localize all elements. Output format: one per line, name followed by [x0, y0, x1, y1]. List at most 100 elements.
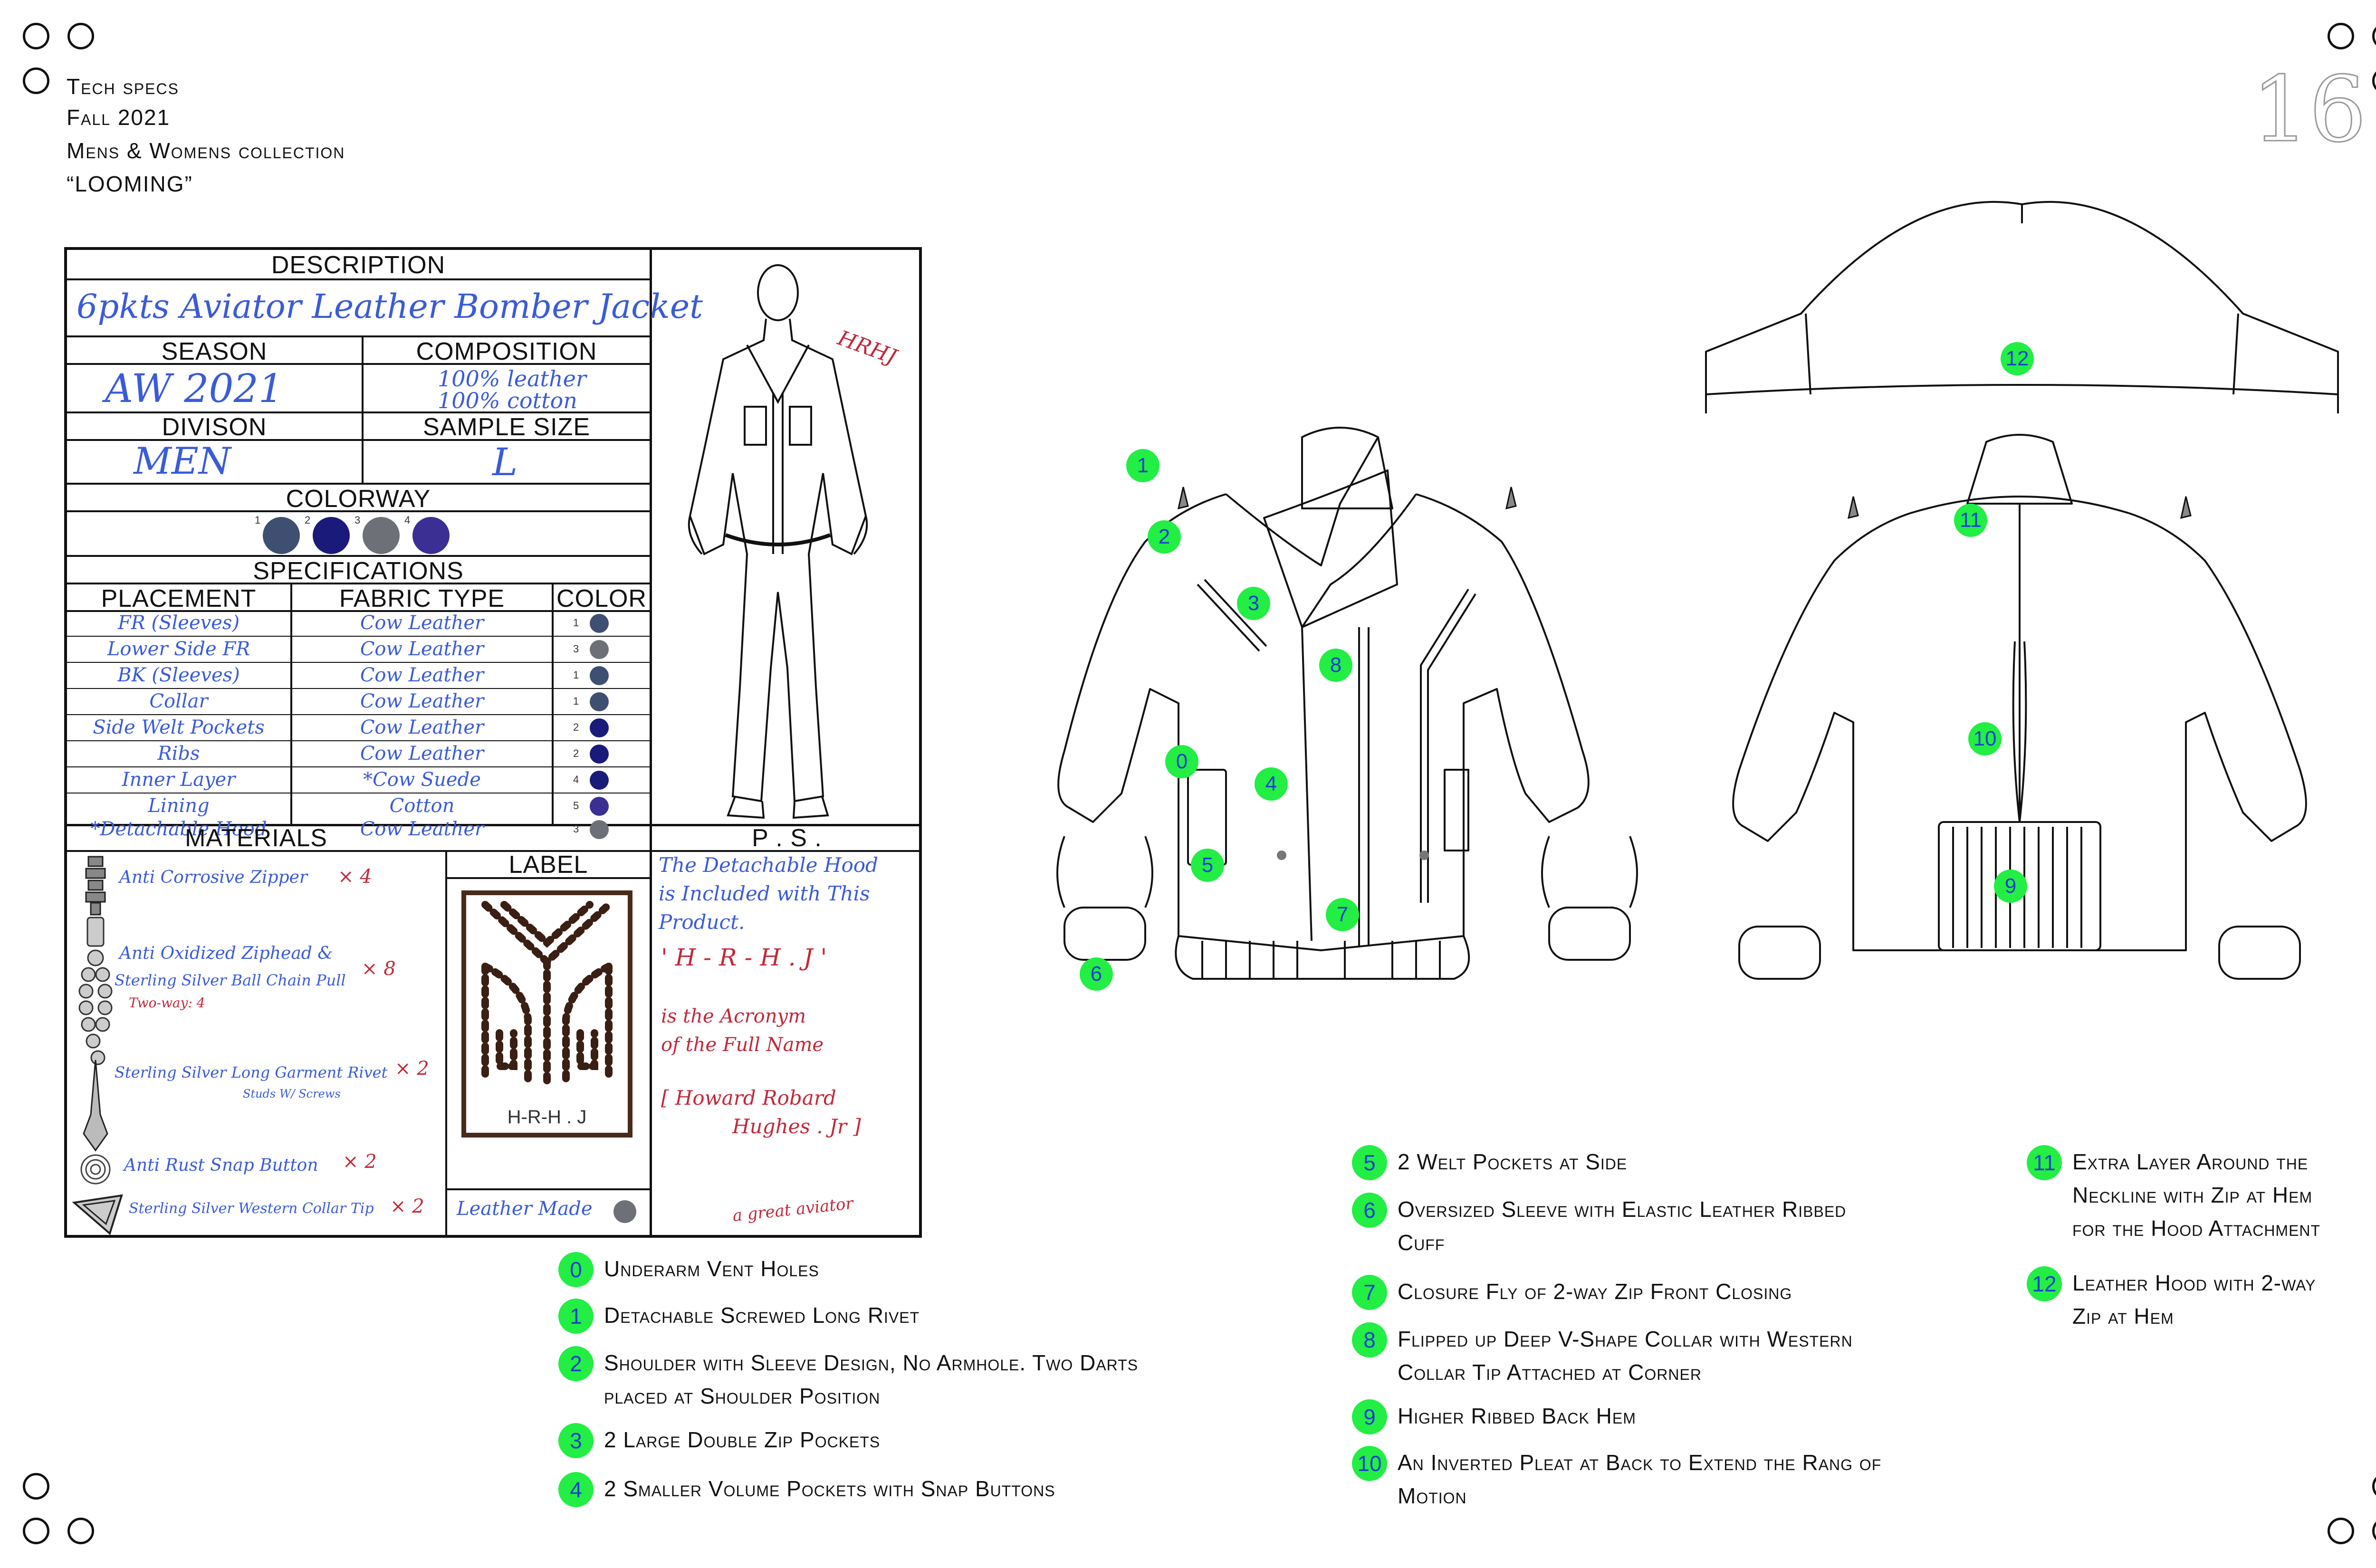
spec-fabric: Cow Leather	[360, 743, 484, 765]
spec-color-num: 2	[573, 747, 579, 759]
corner-circle	[2372, 1518, 2376, 1544]
colorway-num: 1	[255, 514, 261, 526]
legend-line: Zip at Hem	[2072, 1304, 2174, 1329]
material-zipper-qty: × 4	[338, 866, 372, 888]
colorway-swatch	[363, 517, 400, 554]
callout-badge: 8	[1319, 649, 1352, 682]
legend-item: 1 Detachable Screwed Long Rivet	[558, 1299, 1300, 1334]
spec-color-swatch	[590, 666, 609, 685]
label-material: Leather Made	[457, 1198, 593, 1220]
spec-color-swatch	[590, 692, 609, 711]
legend-text: Closure Fly of 2-way Zip Front Closing	[1398, 1279, 1792, 1304]
zipper-icon	[85, 856, 106, 916]
corner-circle	[23, 1518, 49, 1544]
legend-text: Higher Ribbed Back Hem	[1398, 1404, 1636, 1428]
callout-badge: 9	[1994, 870, 2027, 903]
legend-text: Shoulder with Sleeve Design, No Armhole.…	[604, 1346, 1138, 1413]
legend-badge: 6	[1352, 1193, 1387, 1228]
spec-color-swatch	[590, 745, 609, 764]
legend-item: 4 2 Smaller Volume Pockets with Snap But…	[558, 1472, 1300, 1507]
spec-fabric: Cotton	[389, 795, 455, 817]
ps-text: [ Howard Robard	[661, 1086, 836, 1109]
sample-size-label: SAMPLE SIZE	[423, 413, 590, 441]
spec-fabric: Cow Leather	[360, 690, 484, 712]
legend-text: 2 Large Double Zip Pockets	[604, 1427, 881, 1452]
legend-badge: 9	[1352, 1399, 1387, 1434]
colorway-label: COLORWAY	[286, 485, 431, 513]
legend-item: 8 Flipped up Deep V-Shape Collar with We…	[1352, 1322, 2017, 1389]
composition-value-leather: 100% leather	[438, 366, 586, 392]
spec-color-swatch	[590, 820, 609, 839]
ps-text: The Detachable Hood	[659, 853, 878, 877]
ps-text: is Included with This	[659, 882, 870, 905]
hood-drawing	[1705, 201, 2339, 413]
colorway-num: 2	[305, 514, 311, 526]
model-sketch	[688, 264, 868, 819]
corner-circle	[2372, 67, 2376, 94]
callout-badge: 11	[1954, 504, 1987, 537]
spec-color-num: 2	[573, 721, 579, 733]
callout-badge: 5	[1191, 849, 1224, 882]
header-collection-name: “LOOMING”	[67, 172, 193, 196]
ball-chain-icon	[78, 917, 113, 1065]
callout-badge: 0	[1165, 745, 1198, 778]
legend-text: 2 Welt Pockets at Side	[1398, 1149, 1628, 1174]
legend-text: Underarm Vent Holes	[604, 1256, 819, 1281]
header-tech-specs: Tech specs	[67, 74, 179, 99]
callout-badge: 7	[1326, 898, 1359, 931]
legend-item: 9 Higher Ribbed Back Hem	[1352, 1399, 2017, 1434]
season-label: SEASON	[161, 338, 268, 365]
material-collar-tip-qty: × 2	[390, 1195, 424, 1217]
ps-text: Product.	[659, 910, 745, 934]
legend-item: 2 Shoulder with Sleeve Design, No Armhol…	[558, 1346, 1300, 1413]
legend-line: placed at Shoulder Position	[604, 1384, 881, 1408]
ps-text: Hughes . Jr ]	[732, 1115, 861, 1138]
spec-color-num: 1	[573, 695, 579, 707]
legend-badge: 10	[1352, 1446, 1387, 1481]
callout-badge: 2	[1148, 520, 1181, 554]
front-jacket-drawing	[1056, 427, 1638, 980]
spec-color-swatch	[590, 718, 609, 737]
composition-value-cotton: 100% cotton	[438, 388, 577, 413]
legend-line: for the Hood Attachment	[2072, 1216, 2321, 1241]
ps-text: is the Acronym	[661, 1005, 806, 1027]
label-brand: H-R-H . J	[507, 1107, 587, 1128]
spec-color-num: 1	[573, 617, 579, 629]
legend-text: Flipped up Deep V-Shape Collar with West…	[1398, 1322, 1853, 1389]
legend-badge: 5	[1352, 1145, 1387, 1180]
spec-color-num: 4	[573, 774, 579, 785]
legend-line: Leather Hood with 2-way	[2072, 1271, 2316, 1295]
material-ziphead-qty: × 8	[362, 958, 396, 980]
callout-badge: 10	[1968, 722, 2002, 755]
callout-badge: 6	[1080, 957, 1113, 991]
colorway-swatch	[263, 517, 300, 554]
spec-fabric: *Cow Suede	[363, 769, 481, 791]
legend-line: Extra Layer Around the	[2072, 1149, 2309, 1174]
corner-circle	[2328, 1518, 2354, 1544]
spec-color-swatch	[590, 614, 609, 633]
legend-line: An Inverted Pleat at Back to Extend the …	[1398, 1450, 1882, 1475]
legend-text: An Inverted Pleat at Back to Extend the …	[1398, 1446, 1881, 1512]
label-graphic: H-R-H . J	[461, 890, 632, 1138]
ps-acronym: ' H - R - H . J '	[661, 944, 827, 971]
legend-item: 0 Underarm Vent Holes	[558, 1252, 1300, 1287]
corner-circle	[2372, 23, 2376, 49]
header-collection: Mens & Womens collection	[67, 138, 345, 163]
corner-circle	[23, 23, 49, 49]
material-two-way: Two-way: 4	[129, 995, 205, 1011]
season-value: AW 2021	[105, 366, 283, 411]
fabric-type-header: FABRIC TYPE	[339, 585, 505, 612]
spec-color-num: 3	[573, 643, 579, 655]
material-studs: Studs W/ Screws	[243, 1087, 341, 1100]
specifications-label: SPECIFICATIONS	[253, 557, 464, 585]
sample-size-value: L	[492, 440, 518, 484]
spec-color-num: 3	[573, 823, 579, 835]
spec-placement: FR (Sleeves)	[117, 612, 240, 634]
placement-header: PLACEMENT	[101, 585, 257, 612]
spec-placement: Ribs	[157, 743, 200, 765]
division-value: MEN	[134, 440, 231, 483]
